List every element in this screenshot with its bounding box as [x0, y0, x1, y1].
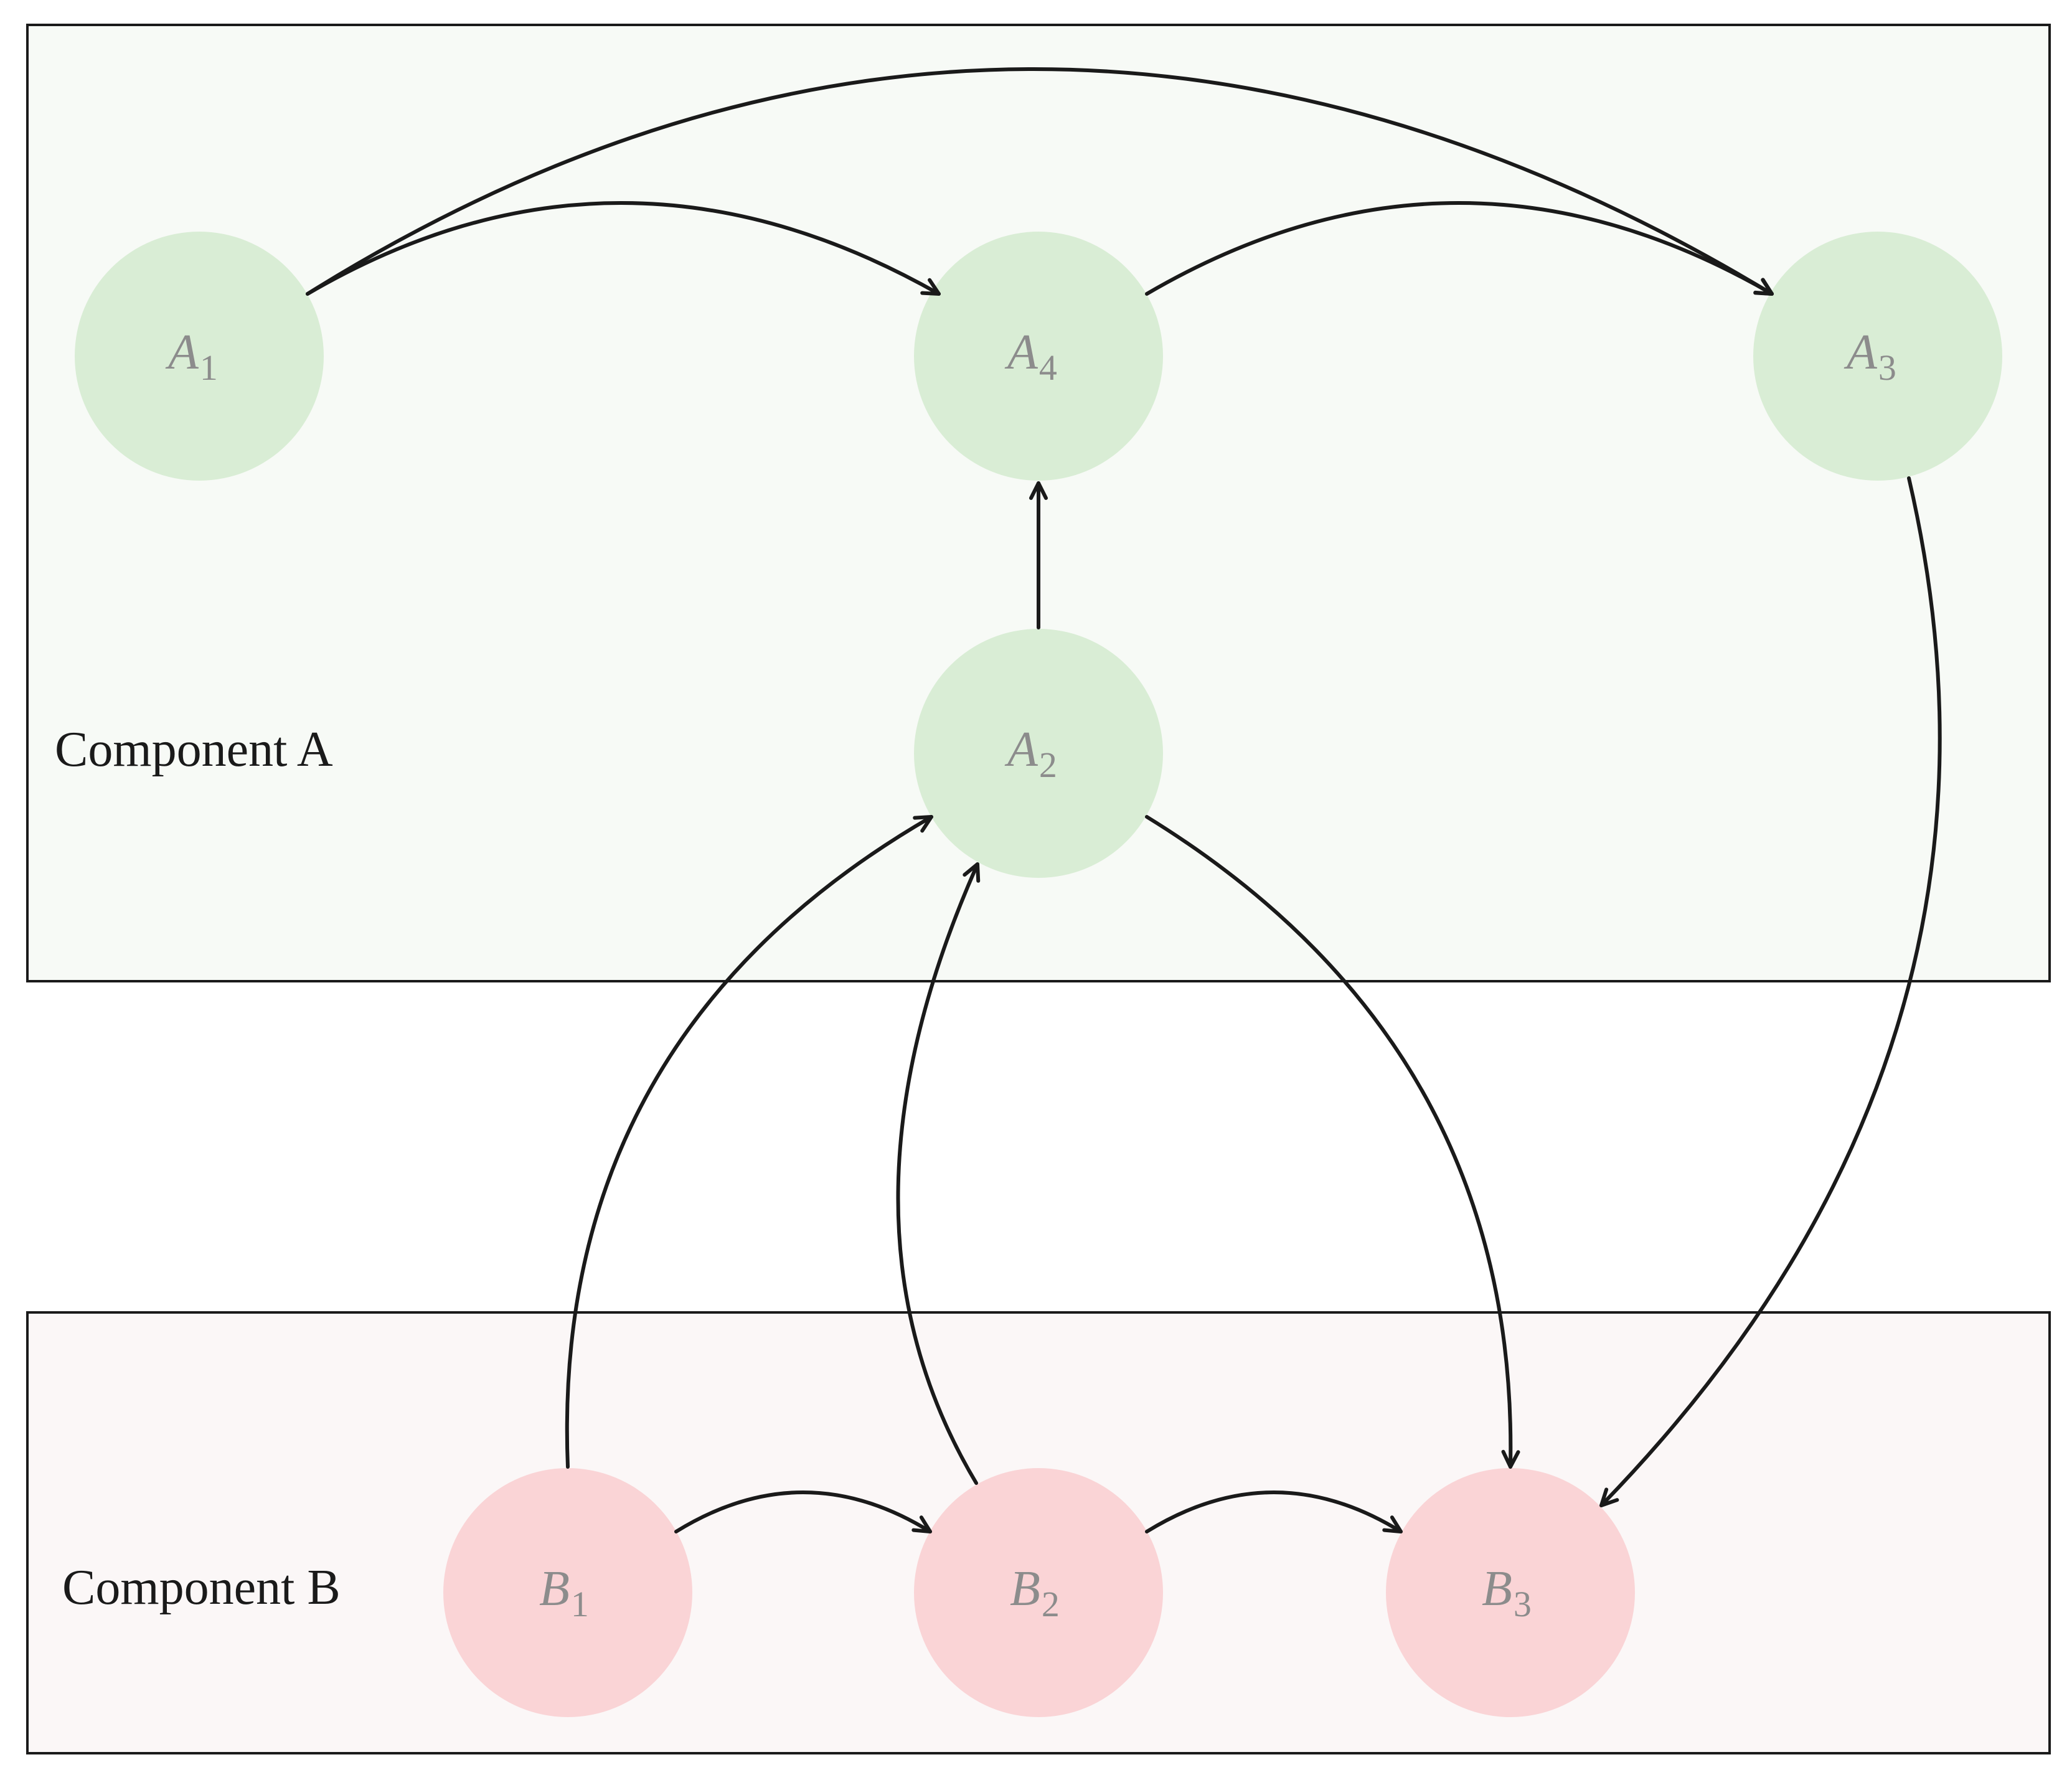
node-a3-label: A3 — [1844, 325, 1896, 388]
component-a-label: Component A — [55, 722, 333, 777]
edge-b2-b3 — [1145, 1490, 1403, 1533]
node-a2 — [914, 629, 1163, 878]
node-b2-label: B2 — [1010, 1561, 1060, 1624]
node-a3 — [1753, 232, 2002, 481]
node-b3 — [1386, 1468, 1635, 1717]
edge-b2-a2 — [896, 862, 981, 1485]
node-b2 — [914, 1468, 1163, 1717]
node-b1-label: B1 — [539, 1561, 589, 1624]
edge-a3-b3 — [1599, 476, 1942, 1507]
edge-a4-a3 — [1145, 201, 1774, 296]
edge-a1-a4 — [306, 201, 941, 296]
node-a1 — [75, 232, 324, 481]
node-a1-label: A1 — [165, 325, 218, 388]
node-a2-label: A2 — [1004, 722, 1057, 785]
edge-b1-a2 — [565, 815, 933, 1469]
edge-a1-a3 — [306, 67, 1774, 296]
node-b1 — [443, 1468, 692, 1717]
node-b3-label: B3 — [1482, 1561, 1532, 1624]
node-a4-label: A4 — [1004, 325, 1057, 388]
edge-b1-b2 — [674, 1490, 932, 1533]
node-a4 — [914, 232, 1163, 481]
edge-a2-b3 — [1145, 815, 1520, 1469]
component-b-label: Component B — [62, 1560, 341, 1615]
